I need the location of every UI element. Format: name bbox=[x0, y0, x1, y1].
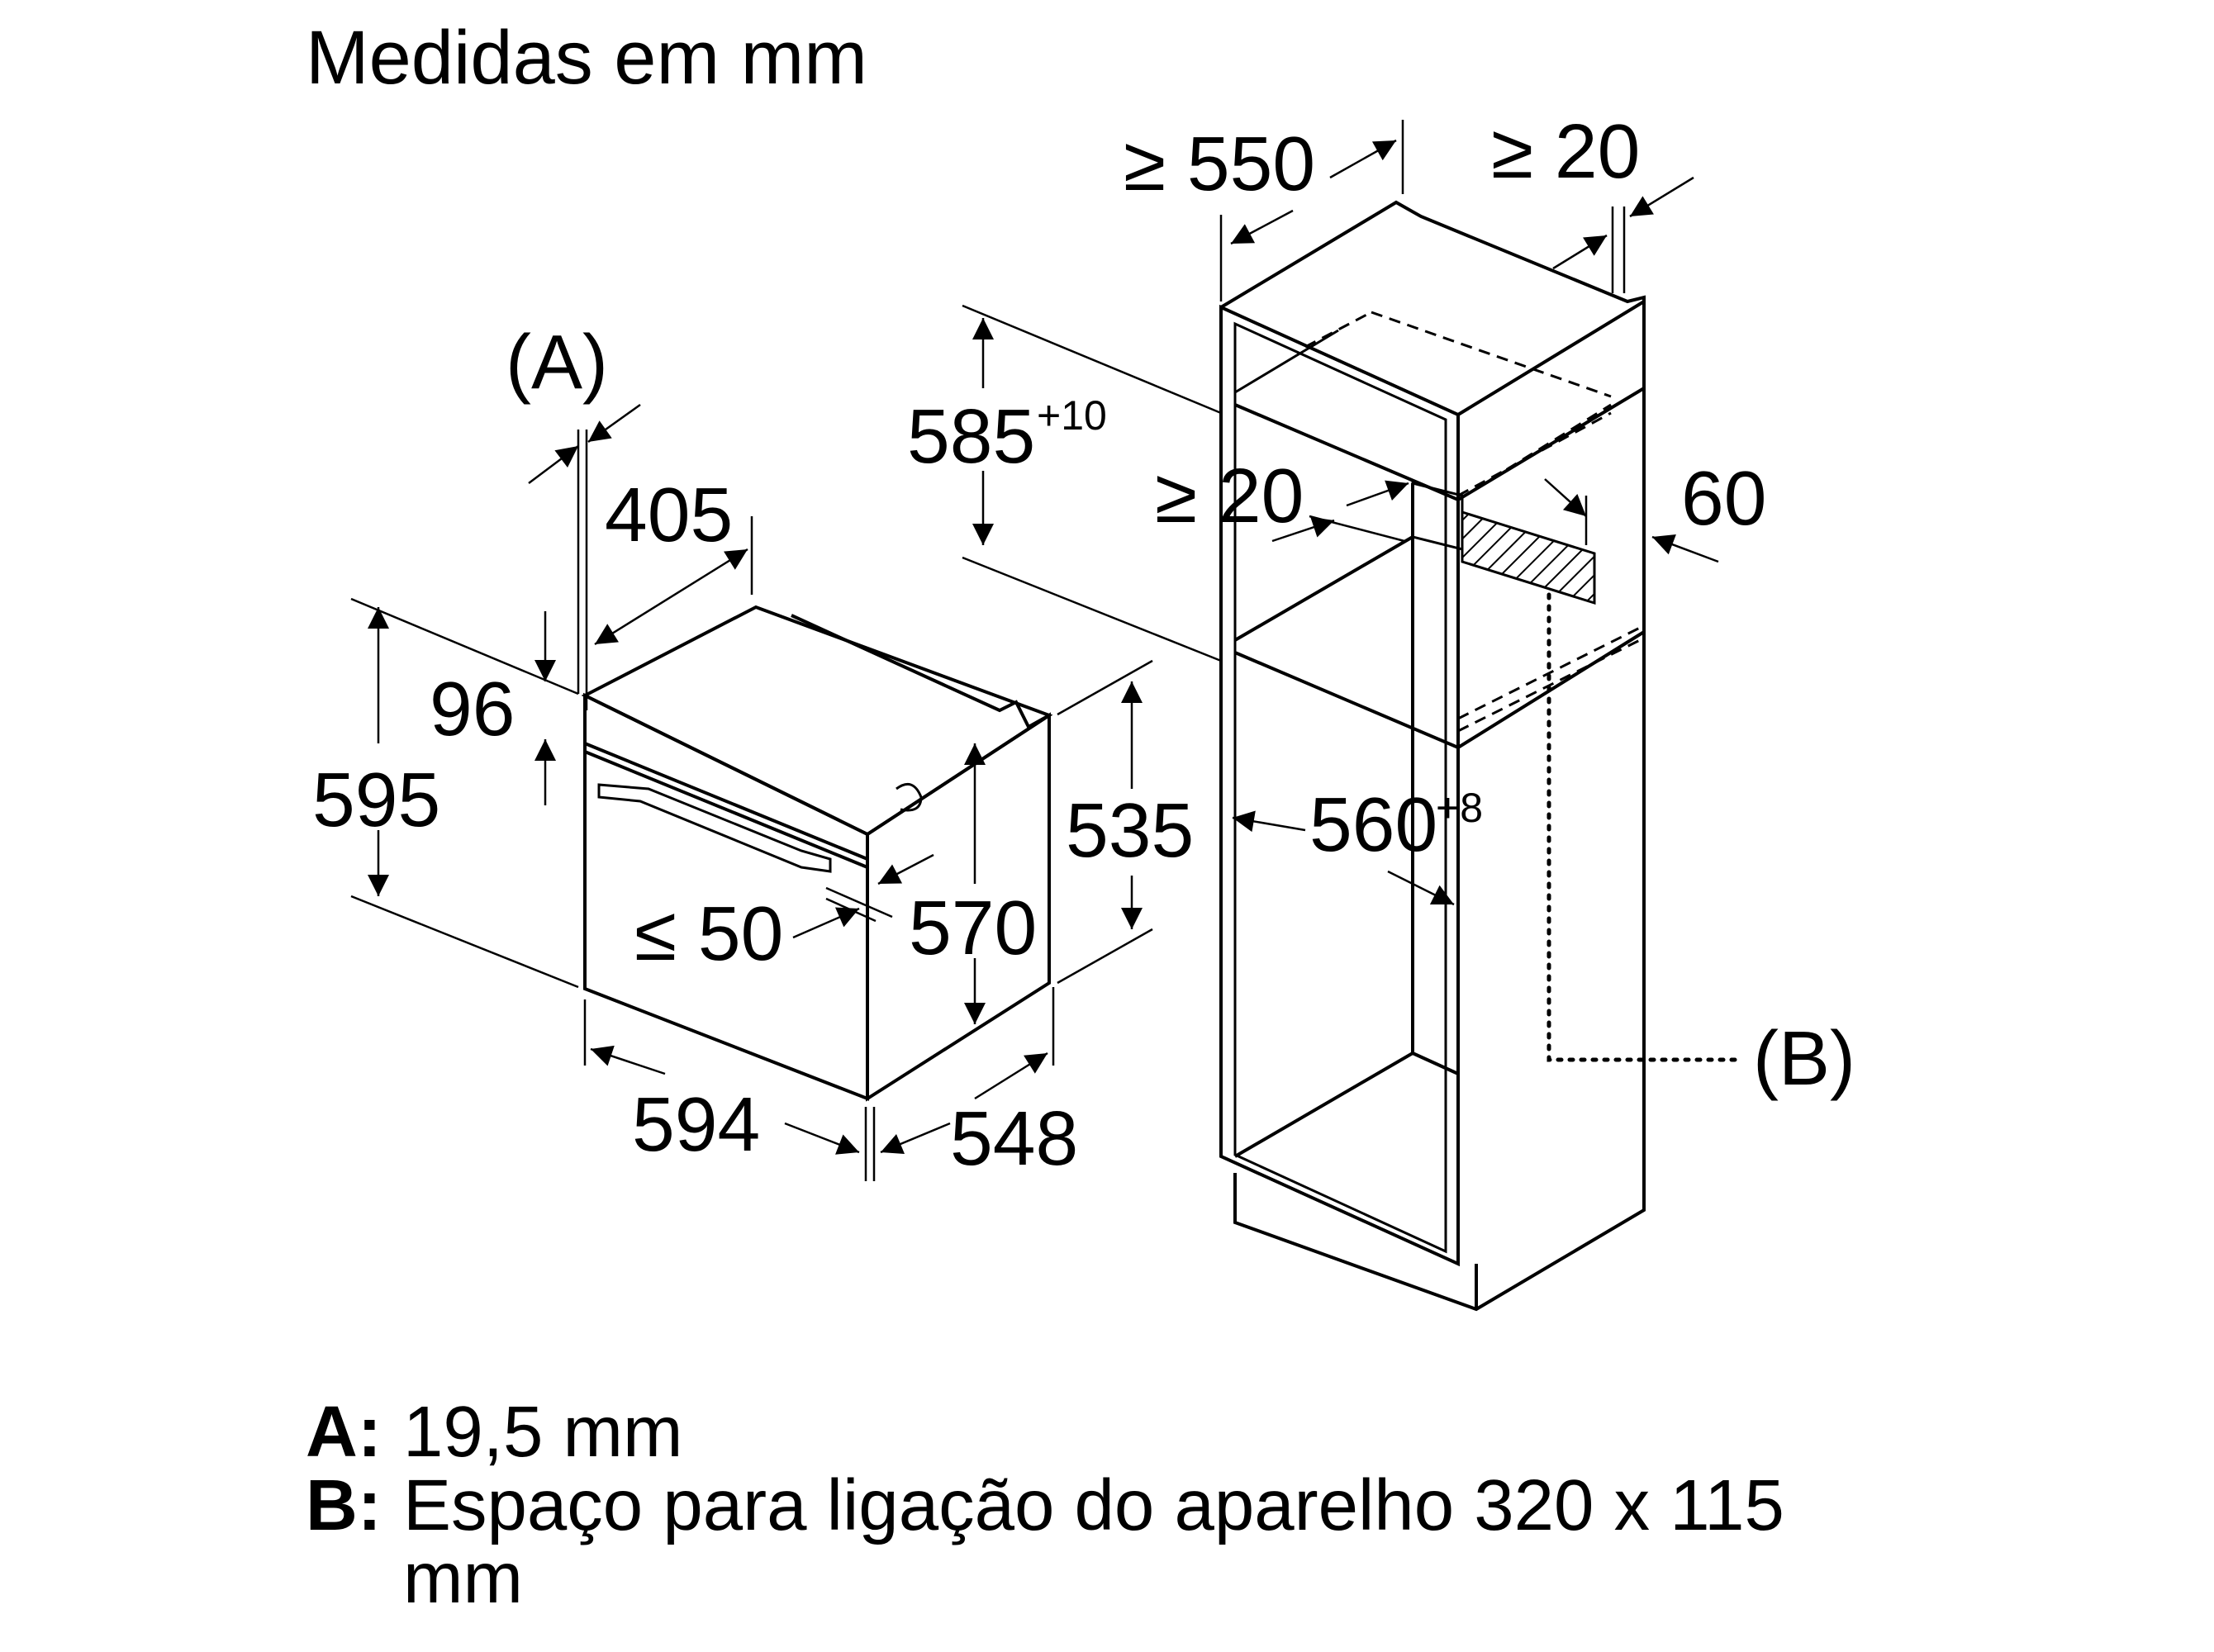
cabinet-dimension-labels: ≥ 550 ≥ 20 585 +10 ≥ 20 60 560 +8 (B) bbox=[907, 108, 1855, 1101]
dim-585-label: 585 bbox=[907, 393, 1035, 479]
dim-ge20-top-label: ≥ 20 bbox=[1491, 108, 1640, 194]
connection-b-label: (B) bbox=[1753, 1015, 1855, 1101]
legend-text-b: Espaço para ligação do aparelho 320 x 11… bbox=[403, 1464, 1784, 1619]
legend-row-b: B: Espaço para ligação do aparelho 320 x… bbox=[306, 1469, 1890, 1616]
legend-key-b: B: bbox=[306, 1464, 382, 1545]
oven-top-face bbox=[581, 605, 1053, 837]
cabinet-front-frame bbox=[1219, 304, 1460, 1267]
oven-dimension-labels: (A) 405 96 595 535 570 ≤ 50 594 548 bbox=[312, 319, 1194, 1181]
tall-cabinet bbox=[1219, 200, 1646, 1312]
dim-585-tolerance: +10 bbox=[1037, 392, 1107, 439]
dim-ge20-inner-label: ≥ 20 bbox=[1155, 453, 1304, 539]
gap-a-label: (A) bbox=[506, 319, 608, 405]
dim-le50-label: ≤ 50 bbox=[634, 890, 783, 976]
dim-60-label: 60 bbox=[1681, 455, 1766, 541]
units-caption: Medidas em mm bbox=[306, 16, 867, 100]
oven-appliance bbox=[581, 605, 1053, 1102]
cabinet-dimension-lines bbox=[962, 120, 1719, 906]
oven-door-handle bbox=[597, 783, 832, 873]
connection-leader-line bbox=[1546, 592, 1746, 1062]
dim-594-label: 594 bbox=[632, 1081, 760, 1167]
legend: A: 19,5 mm B: Espaço para ligação do apa… bbox=[306, 1392, 1890, 1616]
oven-dimension-lines bbox=[350, 403, 1153, 1181]
dim-560-label: 560 bbox=[1309, 781, 1437, 867]
dim-560-tolerance: +8 bbox=[1436, 785, 1483, 831]
dim-570-label: 570 bbox=[909, 885, 1037, 971]
legend-text-a: 19,5 mm bbox=[403, 1392, 683, 1472]
dim-ge550-label: ≥ 550 bbox=[1124, 121, 1315, 206]
connection-space-hatched bbox=[1461, 510, 1596, 605]
dim-595-label: 595 bbox=[312, 757, 440, 843]
oven-side-face bbox=[866, 712, 1051, 1102]
legend-row-a: A: 19,5 mm bbox=[306, 1392, 1890, 1472]
dim-548-label: 548 bbox=[950, 1095, 1078, 1181]
legend-key-a: A: bbox=[306, 1392, 382, 1472]
dim-405-label: 405 bbox=[605, 472, 733, 558]
dim-96-label: 96 bbox=[430, 666, 515, 752]
dim-535-label: 535 bbox=[1066, 787, 1194, 873]
